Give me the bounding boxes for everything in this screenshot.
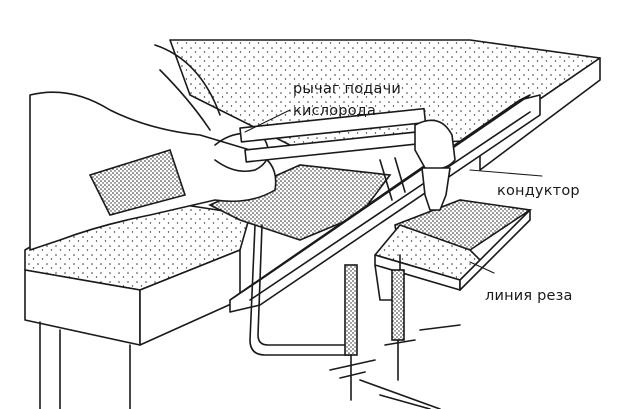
jig-label: кондуктор: [497, 183, 580, 199]
jig-leader-line: [469, 169, 543, 177]
workpiece-plate: [374, 199, 533, 291]
lever-label-line1: рычаг подачи: [293, 81, 401, 97]
clamp-right: [359, 254, 461, 409]
hand-holding-torch: [29, 44, 277, 251]
cut-line-leader-line: [469, 261, 495, 274]
cut-line-label: линия реза: [485, 288, 573, 304]
lever-label-line2: кислорода: [293, 103, 377, 119]
lever-leader-line: [244, 109, 291, 133]
cutting-torch: [239, 107, 456, 211]
clamp-left: [249, 224, 376, 401]
jig-rail: [229, 94, 541, 313]
